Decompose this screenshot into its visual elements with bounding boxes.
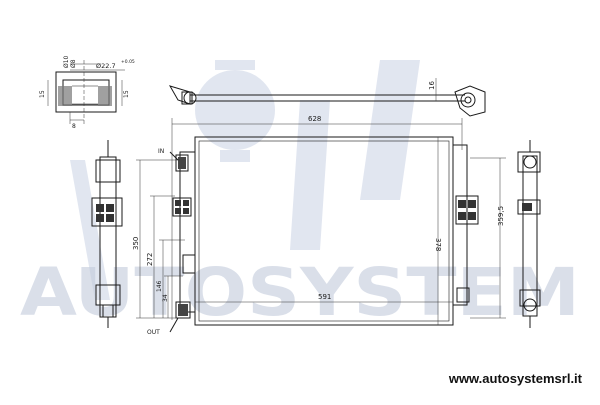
port-out-label: OUT bbox=[147, 329, 160, 336]
right-side-view bbox=[517, 140, 541, 328]
dim-top-width-line bbox=[171, 118, 463, 320]
dim-top-height: 16 bbox=[428, 81, 436, 90]
port-in-label: IN bbox=[158, 148, 164, 155]
detail-left-height: 15 bbox=[39, 90, 46, 98]
dim-core-height: 378 bbox=[434, 238, 442, 251]
dim-left-lines bbox=[136, 159, 185, 319]
left-side-view bbox=[91, 140, 123, 328]
dim-left-34: 34 bbox=[162, 294, 169, 302]
fitting-detail bbox=[47, 60, 125, 126]
detail-dia-top2: Ø10 bbox=[63, 55, 70, 68]
condenser-front-view bbox=[169, 136, 479, 333]
detail-dia-top: Ø8 bbox=[70, 59, 77, 68]
dim-right-height: 359,5 bbox=[497, 206, 505, 226]
dim-top-width: 628 bbox=[308, 115, 321, 123]
detail-bottom-width: 8 bbox=[72, 123, 76, 130]
watermark-brand: AUTOSYSTEM bbox=[20, 254, 580, 331]
dim-inner-width: 591 bbox=[318, 293, 331, 301]
dim-left-146: 146 bbox=[156, 280, 163, 292]
detail-dia-main: Ø22.7 bbox=[96, 62, 116, 70]
dim-right-height-line bbox=[470, 157, 506, 319]
detail-right-height: 15 bbox=[123, 90, 130, 98]
dim-left-272: 272 bbox=[146, 253, 154, 266]
detail-dia-tol: +0.05 bbox=[121, 59, 135, 65]
top-view-bar bbox=[168, 78, 486, 117]
watermark-url: www.autosystemsrl.it bbox=[448, 371, 582, 386]
dim-left-350: 350 bbox=[132, 237, 140, 250]
